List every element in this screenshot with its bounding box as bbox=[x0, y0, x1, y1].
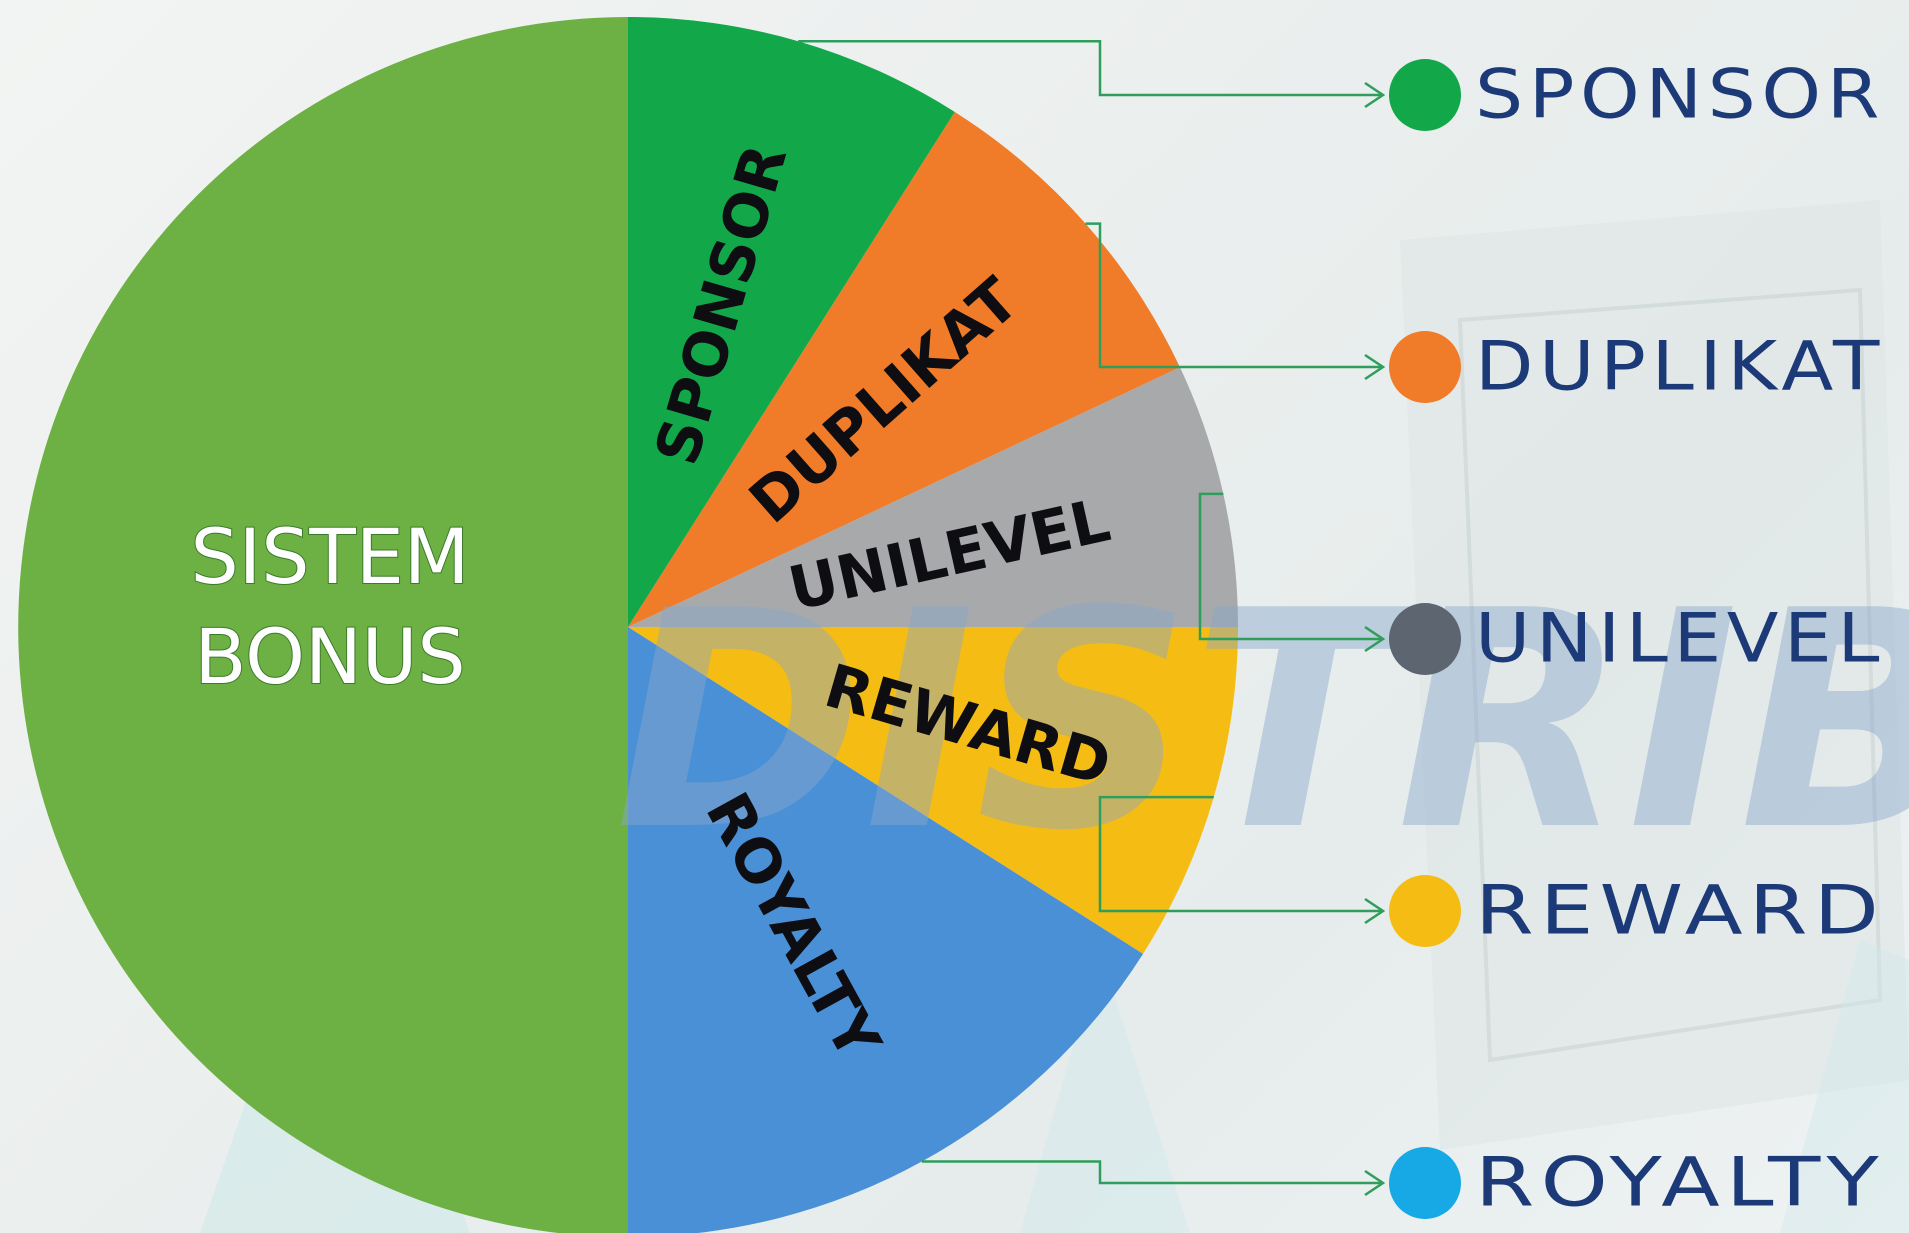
leader-line-duplikat bbox=[1085, 222, 1383, 369]
leader-arrow-sponsor bbox=[1364, 81, 1386, 109]
leader-line-unilevel bbox=[1198, 492, 1383, 641]
legend-label-royalty: ROYALTY bbox=[1475, 1144, 1885, 1223]
legend-dot-unilevel bbox=[1389, 603, 1461, 675]
center-label-line-2: BONUS bbox=[194, 612, 465, 701]
leader-line-royalty bbox=[921, 1160, 1383, 1185]
legend-dot-duplikat bbox=[1389, 331, 1461, 403]
slice-reward bbox=[628, 627, 1238, 954]
slice-unilevel bbox=[628, 367, 1238, 627]
leader-line-reward bbox=[1098, 795, 1383, 913]
center-label-line-1: SISTEM bbox=[191, 512, 470, 601]
slice-royalty bbox=[628, 627, 1144, 1233]
leader-arrow-reward bbox=[1364, 897, 1386, 925]
leader-arrow-duplikat bbox=[1364, 353, 1386, 381]
slice-duplikat bbox=[628, 111, 1180, 628]
watermark-text: DISTRIBUT bbox=[615, 547, 1909, 896]
leader-arrow-unilevel bbox=[1364, 625, 1386, 653]
slice-sponsor bbox=[628, 17, 955, 627]
leader-arrow-royalty bbox=[1364, 1169, 1386, 1197]
legend-label-sponsor: SPONSOR bbox=[1475, 56, 1885, 135]
legend-dot-reward bbox=[1389, 875, 1461, 947]
slice-sistem-bonus bbox=[18, 17, 628, 1233]
legend-label-duplikat: DUPLIKAT bbox=[1475, 328, 1885, 407]
legend-dot-sponsor bbox=[1389, 59, 1461, 131]
legend-label-unilevel: UNILEVEL bbox=[1475, 600, 1885, 679]
leader-line-sponsor bbox=[798, 39, 1383, 97]
legend-dot-royalty bbox=[1389, 1147, 1461, 1219]
legend-label-reward: REWARD bbox=[1475, 872, 1885, 951]
watermark: DISTRIBUT bbox=[615, 547, 1909, 896]
